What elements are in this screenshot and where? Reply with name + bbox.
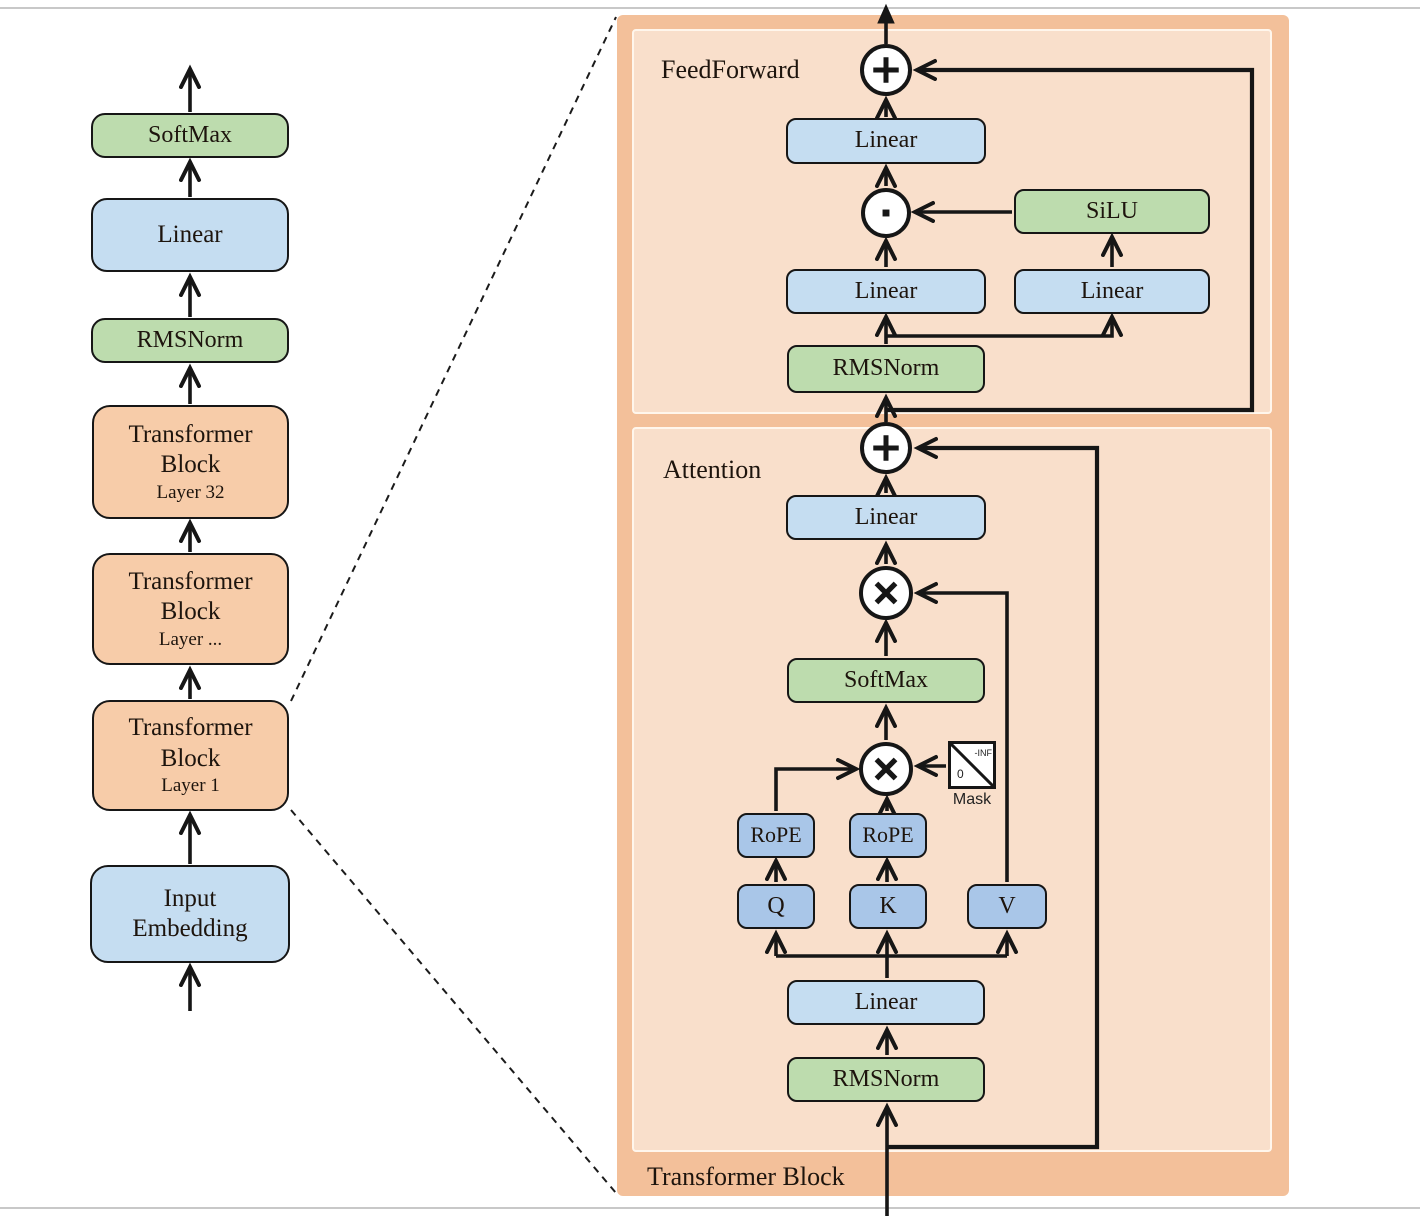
left-linear-block: Linear: [91, 198, 289, 272]
ff-elementwise-product-circle-icon: [861, 188, 911, 238]
wire-attn-residual: [887, 437, 1100, 1150]
causal-mask-icon: -INF 0: [948, 741, 996, 789]
wire-ffrmsnorm-linearright: [886, 312, 1123, 338]
wire-ropeq-matmul: [774, 758, 861, 811]
input-embedding-block: Input Embedding: [90, 865, 290, 963]
transformer-block-title: Transformer Block: [647, 1162, 845, 1191]
cross-icon: [874, 581, 898, 605]
attn-add-circle-icon: [860, 422, 912, 474]
tb1-line2: Block: [160, 744, 221, 772]
mask-lower-value: 0: [957, 767, 964, 781]
tb32-line2: Block: [160, 451, 221, 479]
rope-q-block: RoPE: [737, 813, 815, 858]
ff-linear-out-block: Linear: [786, 118, 986, 164]
transformer-block-layer32: Transformer Block Layer 32: [92, 405, 289, 519]
ff-rmsnorm-block: RMSNorm: [787, 345, 985, 393]
left-rmsnorm-block: RMSNorm: [91, 318, 289, 363]
zoom-guide-bottom: [290, 809, 617, 1194]
feedforward-title: FeedForward: [661, 55, 800, 84]
q-block: Q: [737, 884, 815, 929]
input-embedding-line1: Input: [163, 884, 217, 912]
attn-rmsnorm-block: RMSNorm: [787, 1057, 985, 1102]
attn-linear-out-block: Linear: [786, 495, 986, 540]
tb32-sublabel: Layer 32: [156, 481, 225, 503]
k-block: K: [849, 884, 927, 929]
attn-matmul-lower-circle-icon: [859, 742, 913, 796]
ff-linear-left-block: Linear: [786, 269, 986, 314]
attention-title: Attention: [663, 455, 762, 484]
tb32-line1: Transformer: [128, 420, 253, 448]
tb1-sublabel: Layer 1: [161, 775, 220, 797]
tb1-line1: Transformer: [128, 714, 253, 742]
tbmid-line2: Block: [160, 598, 221, 626]
wire-ff-residual: [886, 59, 1255, 413]
mask-label: Mask: [952, 791, 992, 808]
cross-icon: [874, 757, 898, 781]
attn-linear-in-block: Linear: [787, 980, 985, 1025]
tbmid-line1: Transformer: [128, 567, 253, 595]
dot-icon: [882, 209, 890, 217]
attn-softmax-block: SoftMax: [787, 658, 985, 703]
v-block: V: [967, 884, 1047, 929]
left-softmax-block: SoftMax: [91, 113, 289, 158]
frame-bottom-line: [0, 1207, 1420, 1209]
plus-icon: [873, 57, 899, 83]
tbmid-sublabel: Layer ...: [158, 628, 223, 650]
attention-panel: [632, 427, 1272, 1152]
input-embedding-line2: Embedding: [132, 915, 248, 942]
ff-add-circle-icon: [860, 44, 912, 96]
plus-icon: [873, 435, 899, 461]
zoom-guide-top: [290, 16, 617, 702]
frame-top-line: [0, 7, 1420, 9]
wire-v-matmul: [913, 582, 1009, 882]
attn-matmul-upper-circle-icon: [859, 566, 913, 620]
ff-linear-right-block: Linear: [1014, 269, 1210, 314]
ff-silu-block: SiLU: [1014, 189, 1210, 234]
transformer-block-layer1: Transformer Block Layer 1: [92, 700, 289, 811]
transformer-block-layer-mid: Transformer Block Layer ...: [92, 553, 289, 665]
rope-k-block: RoPE: [849, 813, 927, 858]
mask-upper-value: -INF: [974, 748, 993, 758]
mask-diagonal: [951, 744, 993, 786]
